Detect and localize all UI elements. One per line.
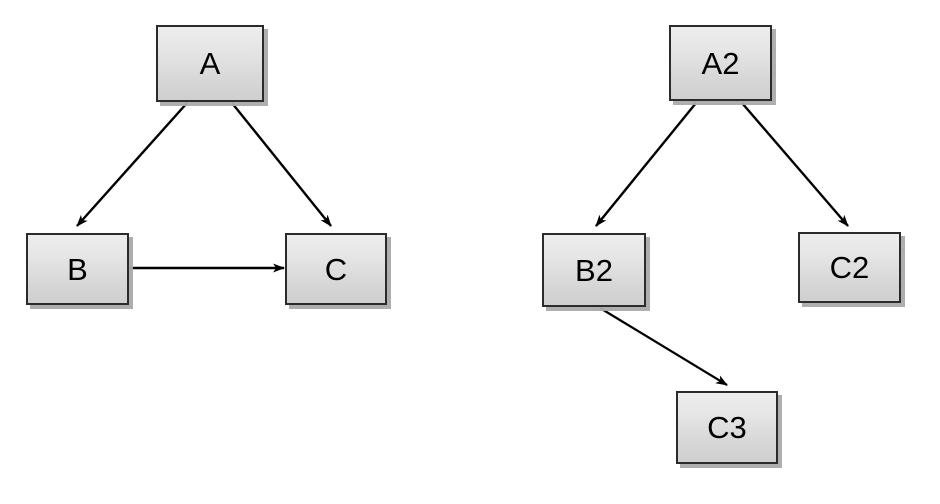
edge-a-to-c xyxy=(231,102,332,227)
edge-a2-to-b2 xyxy=(595,102,697,227)
node-a[interactable]: A xyxy=(156,25,264,102)
edge-b2-to-c3 xyxy=(599,307,728,386)
node-b2-label: B2 xyxy=(575,252,613,288)
node-c3-label: C3 xyxy=(707,410,747,445)
node-b[interactable]: B xyxy=(26,233,129,305)
node-c3[interactable]: C3 xyxy=(676,391,778,464)
node-b-label: B xyxy=(67,251,88,287)
node-b2[interactable]: B2 xyxy=(542,233,646,307)
node-c[interactable]: C xyxy=(285,233,387,305)
node-c2-label: C2 xyxy=(829,250,870,285)
edge-a-to-b xyxy=(76,102,188,227)
node-a2[interactable]: A2 xyxy=(669,25,772,101)
node-a2-label: A2 xyxy=(701,45,740,81)
node-c-label: C xyxy=(324,251,348,287)
node-c2[interactable]: C2 xyxy=(798,232,901,303)
edge-a2-to-c2 xyxy=(741,102,849,227)
node-a-label: A xyxy=(199,46,221,81)
